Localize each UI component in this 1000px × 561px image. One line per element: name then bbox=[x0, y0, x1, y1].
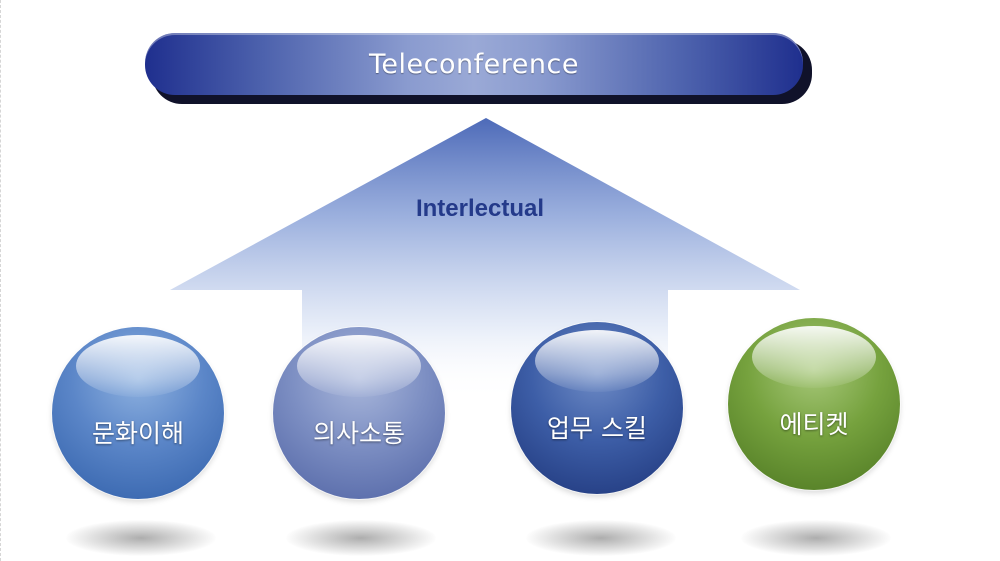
arrow-shape bbox=[170, 118, 800, 400]
sphere-shadow bbox=[66, 520, 216, 556]
sphere-label: 의사소통 bbox=[312, 419, 405, 448]
page-edge bbox=[0, 0, 2, 561]
sphere-communication: 의사소통 bbox=[273, 327, 445, 499]
sphere-label: 문화이해 bbox=[91, 419, 184, 448]
sphere-shadow bbox=[526, 520, 676, 556]
sphere-work-skill: 업무 스킬 bbox=[511, 322, 683, 494]
sphere-label: 에티켓 bbox=[779, 410, 849, 439]
sphere-etiquette: 에티켓 bbox=[728, 318, 900, 490]
sphere-label: 업무 스킬 bbox=[547, 414, 647, 443]
sphere-shadow bbox=[286, 520, 436, 556]
sphere-shadow bbox=[741, 520, 891, 556]
title-banner: Teleconference bbox=[145, 33, 803, 95]
arrow-label: Interlectual bbox=[415, 195, 545, 222]
sphere-culture: 문화이해 bbox=[52, 327, 224, 499]
banner-title: Teleconference bbox=[369, 48, 579, 80]
